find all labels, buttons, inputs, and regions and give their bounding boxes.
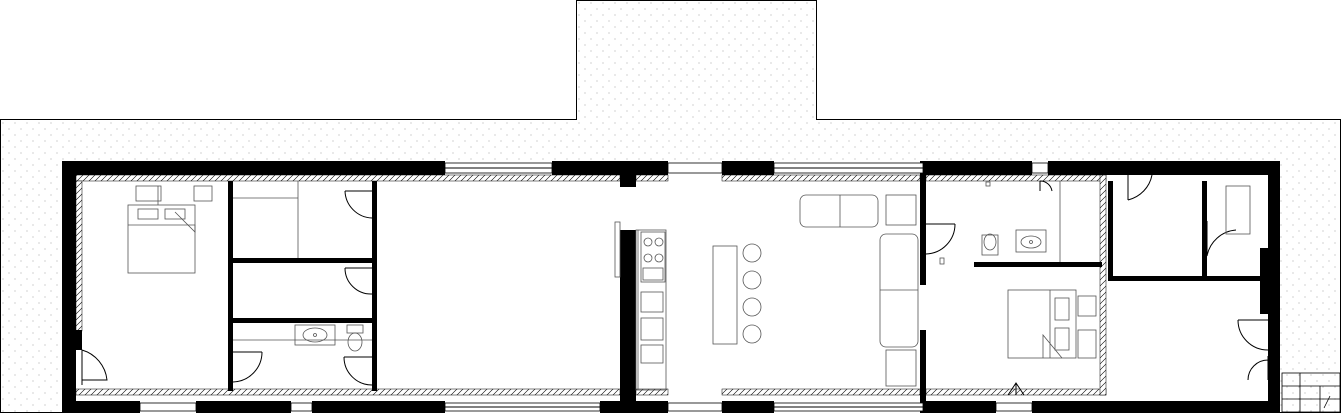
kitchen-sink-icon bbox=[640, 291, 664, 364]
toilet-icon bbox=[346, 324, 364, 352]
sofa-icon bbox=[799, 194, 919, 387]
stool-icon bbox=[742, 243, 762, 344]
wardrobe-right bbox=[1225, 185, 1251, 235]
sink-icon bbox=[294, 324, 336, 346]
windows bbox=[139, 162, 1049, 412]
bathroom-right bbox=[939, 181, 1061, 265]
building-footprint bbox=[62, 161, 1280, 413]
closet-shelves bbox=[233, 181, 372, 341]
stove-icon bbox=[640, 231, 666, 283]
kitchen-counter bbox=[614, 221, 667, 391]
interior-walls bbox=[62, 181, 1268, 391]
bed-icon-right bbox=[1007, 289, 1097, 359]
exterior-walls bbox=[62, 161, 1280, 413]
bed-icon bbox=[127, 185, 213, 274]
table-icon bbox=[712, 245, 738, 345]
title-block bbox=[1281, 372, 1341, 413]
door-swing-icon bbox=[81, 165, 1269, 396]
